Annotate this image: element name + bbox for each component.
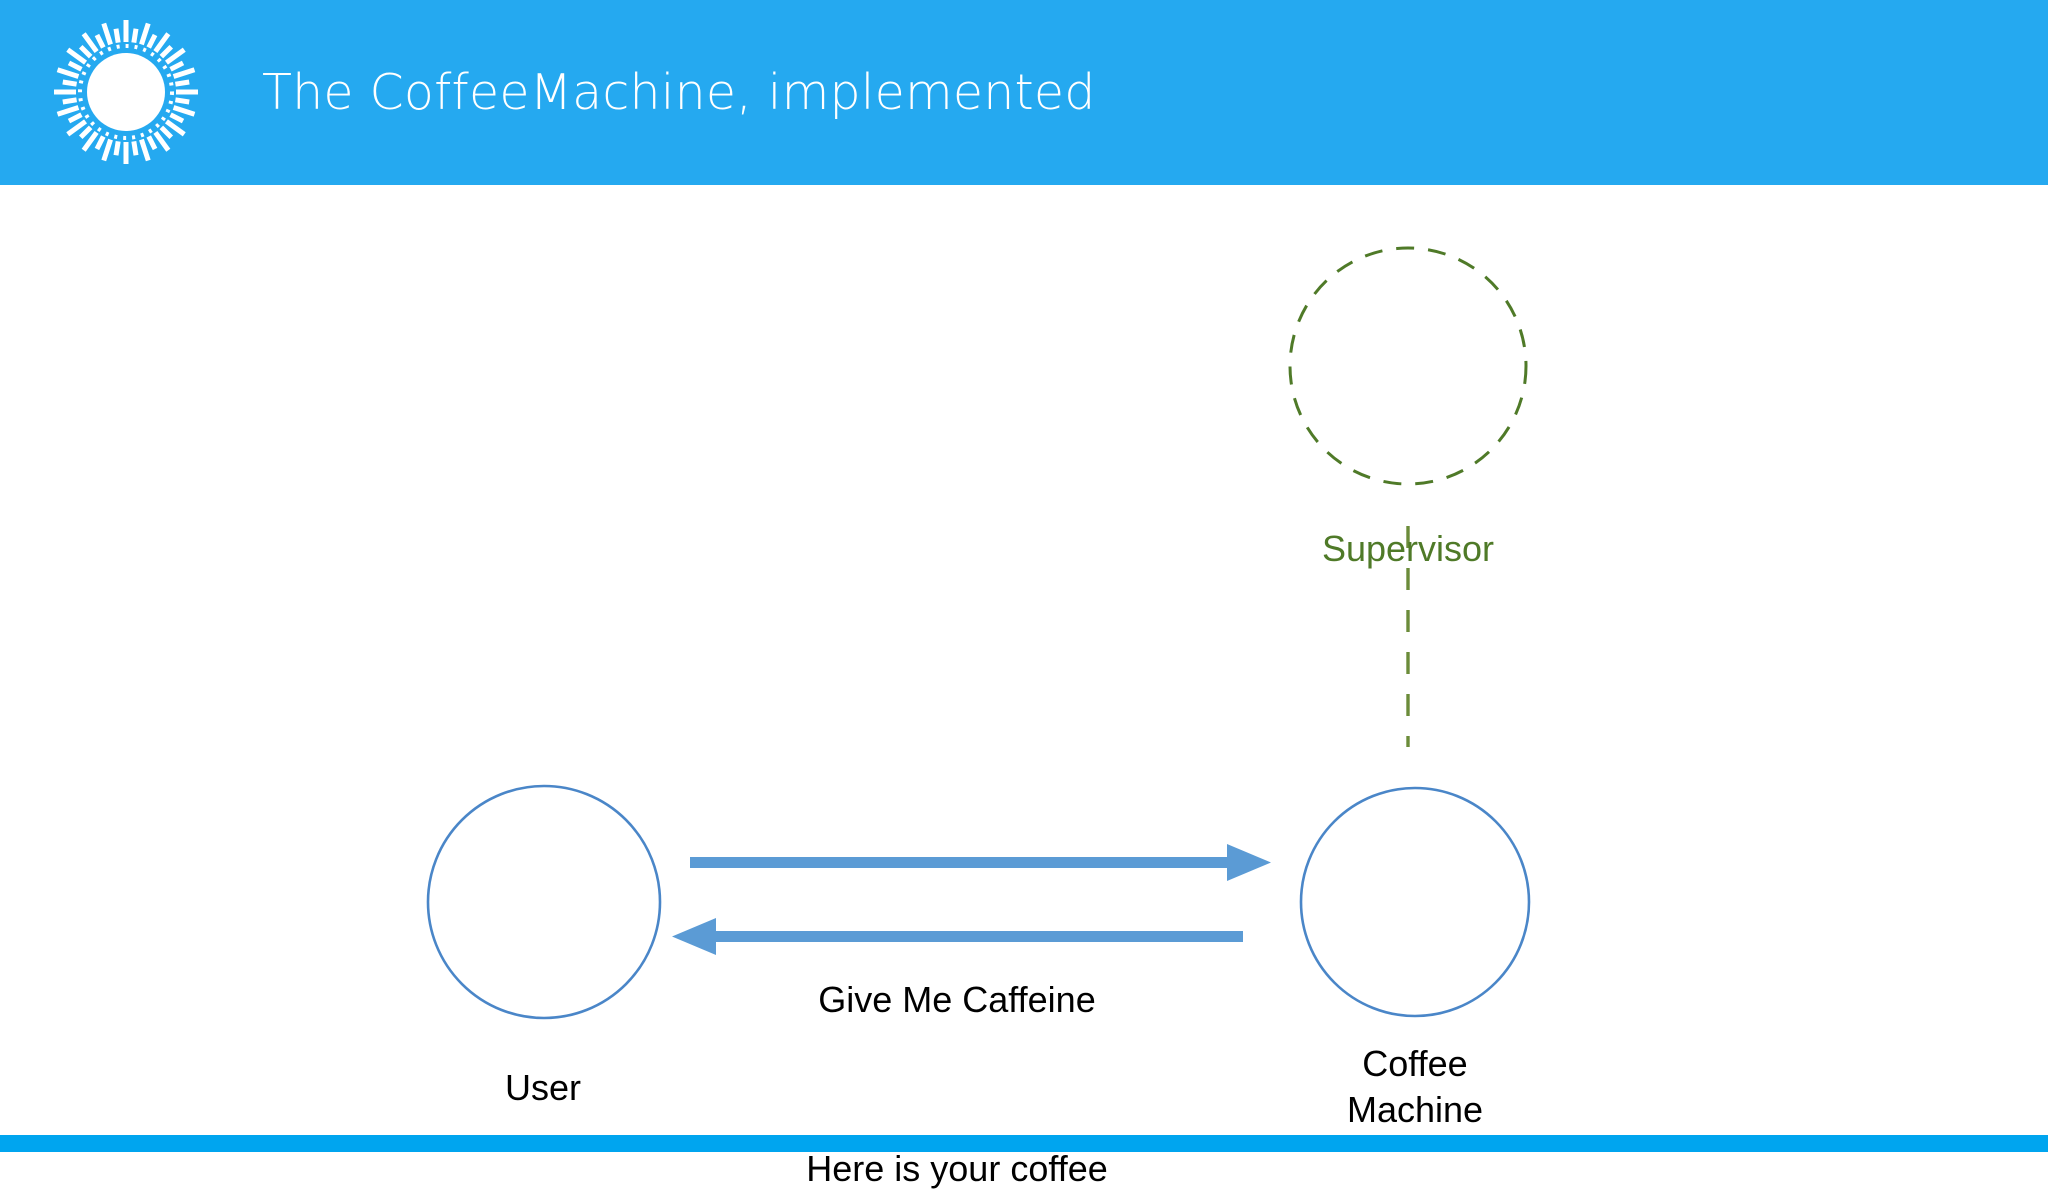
sunburst-logo-icon — [48, 14, 204, 170]
slide-header-bar: The CoffeeMachine, implemented — [0, 0, 2048, 185]
edge-request-label: Give Me Caffeine — [818, 979, 1096, 1020]
node-supervisor-label: Supervisor — [1321, 528, 1495, 569]
edge-response-arrow — [672, 918, 1243, 955]
edge-response-label: Here is your coffee — [806, 1148, 1108, 1189]
node-coffee-machine-circle[interactable] — [1299, 786, 1531, 1018]
edge-request-arrow — [690, 844, 1271, 881]
diagram-canvas: Supervisor User Coffee Machine Give Me C… — [0, 185, 2048, 1189]
node-user-label: User — [504, 1067, 581, 1108]
slide-footer-bar — [0, 1135, 2048, 1152]
diagram-vector-layer — [426, 246, 1531, 1020]
page-title: The CoffeeMachine, implemented — [262, 64, 1096, 121]
node-supervisor-circle[interactable] — [1288, 246, 1528, 486]
node-coffee-machine-label: Coffee Machine — [1346, 1043, 1484, 1131]
node-user-circle[interactable] — [426, 784, 662, 1020]
